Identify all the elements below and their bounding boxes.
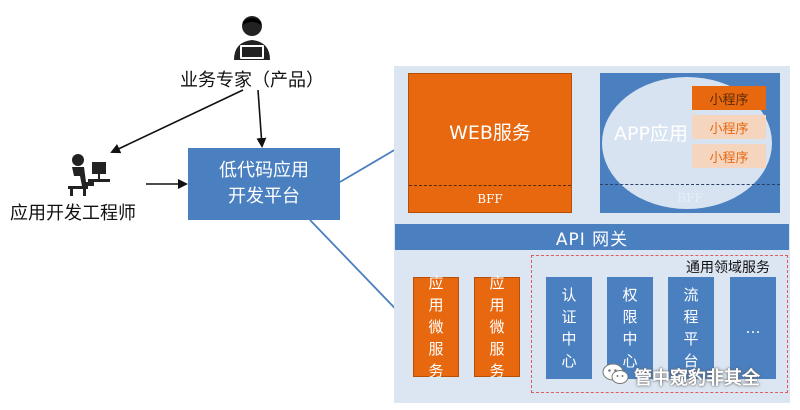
- web-service-title: WEB服务: [449, 122, 531, 144]
- web-service-box: WEB服务 BFF: [408, 73, 572, 213]
- web-bff-divider: [409, 185, 571, 186]
- permission-center-label: 权限中心: [622, 286, 638, 370]
- web-bff-label: BFF: [477, 192, 503, 206]
- arrow-expert-to-platform: [256, 89, 267, 148]
- mini-program-item: 小程序: [692, 144, 766, 168]
- arrow-expert-to-engineer: [110, 89, 244, 154]
- app-box: APP应用 BFF 小程序 小程序 小程序: [600, 73, 780, 213]
- more-services-box: …: [730, 277, 776, 379]
- more-services-label: …: [745, 319, 761, 337]
- auth-center-label: 认证中心: [561, 286, 577, 370]
- app-micro-service-label: 应用微服务: [489, 274, 505, 380]
- app-title: APP应用: [614, 123, 688, 145]
- api-gateway-label: API 网关: [555, 229, 629, 250]
- watermark-text: 管中窥豹非其全: [634, 368, 760, 389]
- business-expert-label: 业务专家（产品）: [180, 70, 324, 91]
- low-code-platform-line1: 低代码应用: [219, 160, 309, 181]
- api-gateway-bar: API 网关: [395, 224, 789, 250]
- mini-program-item: 小程序: [692, 86, 766, 110]
- low-code-platform-line2: 开发平台: [228, 186, 300, 207]
- mini-program-item: 小程序: [692, 115, 766, 139]
- business-expert-icon: [234, 16, 270, 60]
- permission-center-box: 权限中心: [607, 277, 653, 379]
- workflow-platform-label: 流程平台: [683, 286, 699, 370]
- developer-icon: [68, 154, 110, 196]
- domain-services-title: 通用领域服务: [686, 260, 770, 276]
- app-micro-service-box: 应用微服务: [474, 274, 520, 380]
- workflow-platform-box: 流程平台: [668, 277, 714, 379]
- low-code-platform-box: 低代码应用 开发平台: [188, 148, 340, 220]
- app-bff-label: BFF: [677, 191, 703, 205]
- app-engineer-label: 应用开发工程师: [10, 203, 136, 224]
- app-micro-service-label: 应用微服务: [428, 274, 444, 380]
- app-bff-divider: [600, 184, 780, 185]
- auth-center-box: 认证中心: [546, 277, 592, 379]
- wechat-icon: [602, 363, 629, 384]
- app-micro-service-box: 应用微服务: [413, 274, 459, 380]
- domain-services-frame: [531, 255, 788, 393]
